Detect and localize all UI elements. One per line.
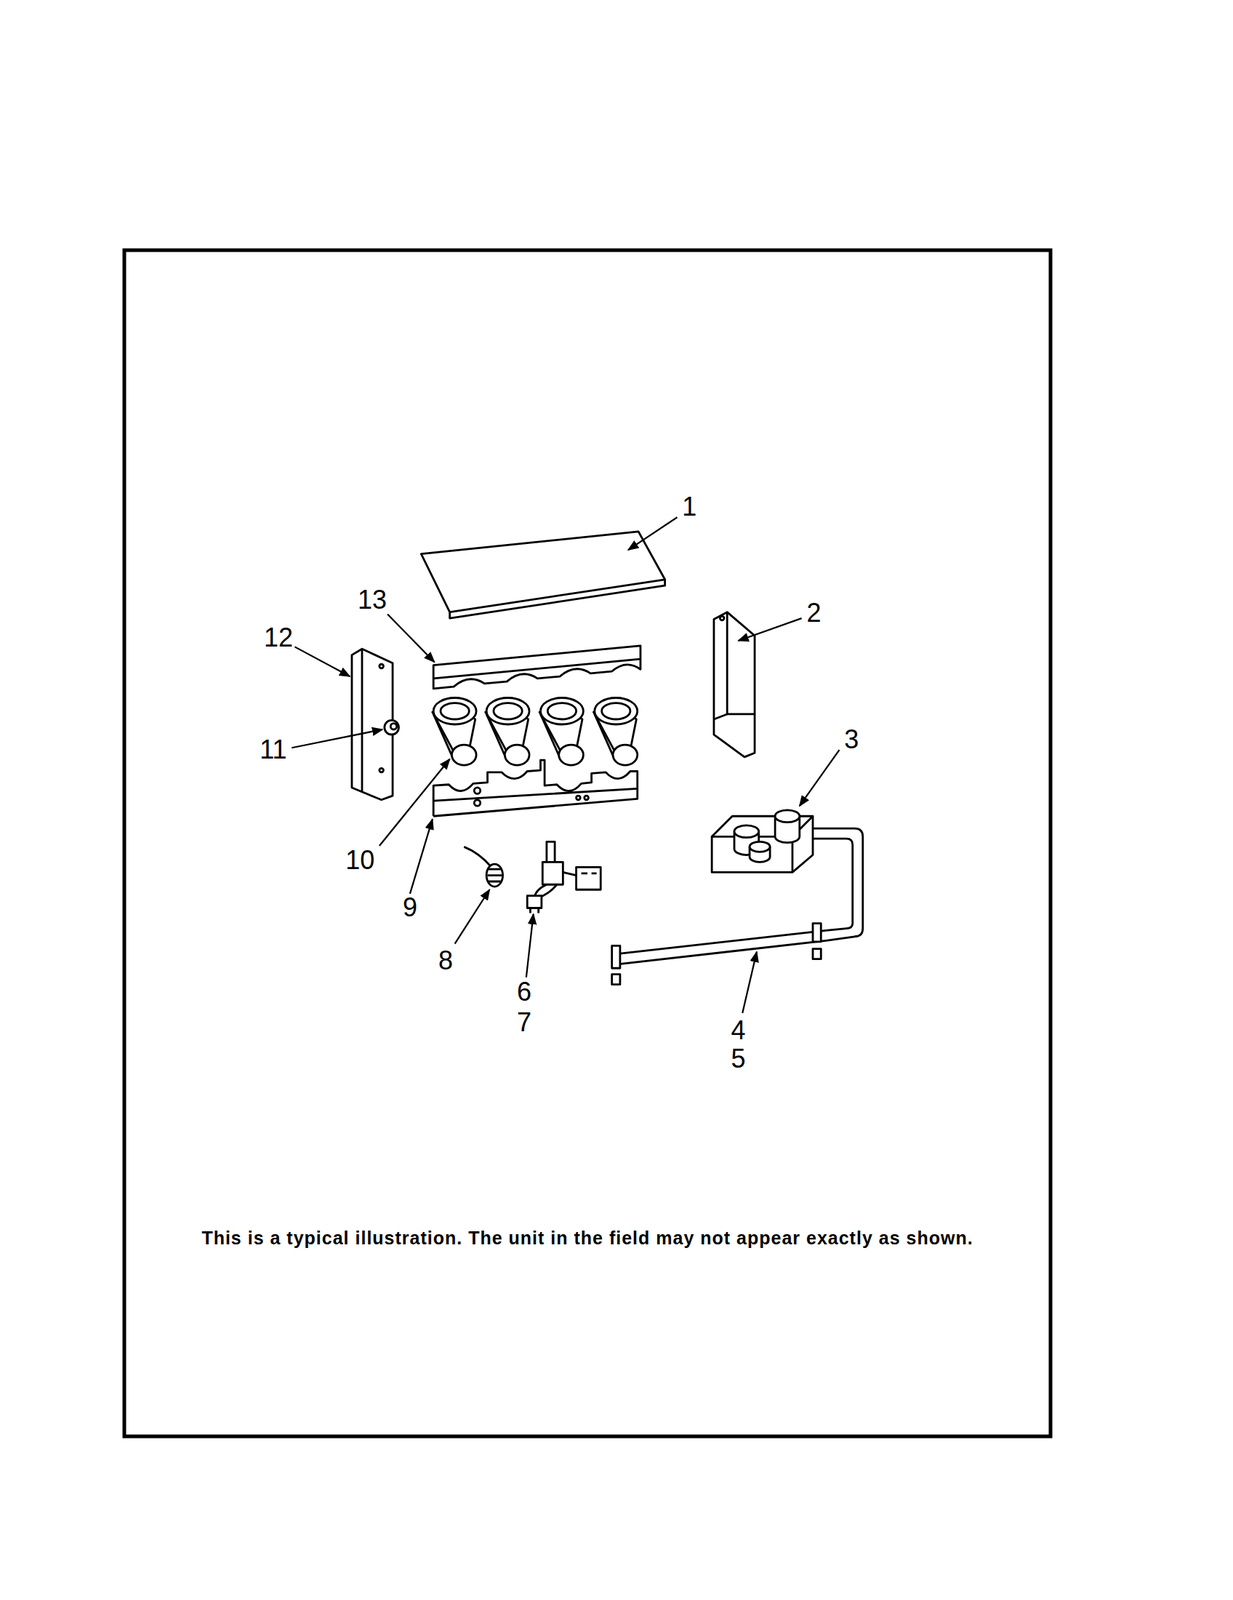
thermocouple xyxy=(463,846,503,887)
callout-number: 13 xyxy=(357,586,387,613)
top-plate xyxy=(420,531,665,618)
callout-number: 12 xyxy=(263,624,293,651)
caption-note: This is a typical illustration. The unit… xyxy=(201,1226,973,1248)
right-panel xyxy=(713,612,755,757)
callout-number: 11 xyxy=(259,736,287,763)
gas-valve xyxy=(612,809,863,985)
upper-bracket xyxy=(433,645,641,689)
lower-bracket xyxy=(433,759,638,816)
callout-number: 5 xyxy=(731,1045,746,1072)
callout-number: 2 xyxy=(806,599,821,626)
frame-border xyxy=(124,250,1051,1436)
callout-number: 10 xyxy=(345,846,375,874)
callout-number: 4 xyxy=(731,1017,746,1044)
callout-number: 1 xyxy=(681,493,697,520)
callout-number: 7 xyxy=(516,1009,532,1036)
callout-number: 9 xyxy=(402,894,418,921)
callout-number: 8 xyxy=(438,947,453,974)
knob xyxy=(384,719,400,735)
ignitor xyxy=(527,841,601,913)
callout-number: 6 xyxy=(516,978,532,1005)
callout-number: 3 xyxy=(844,726,859,753)
burners xyxy=(432,697,638,766)
exploded-view xyxy=(291,516,863,1013)
leader-lines xyxy=(291,516,839,1013)
